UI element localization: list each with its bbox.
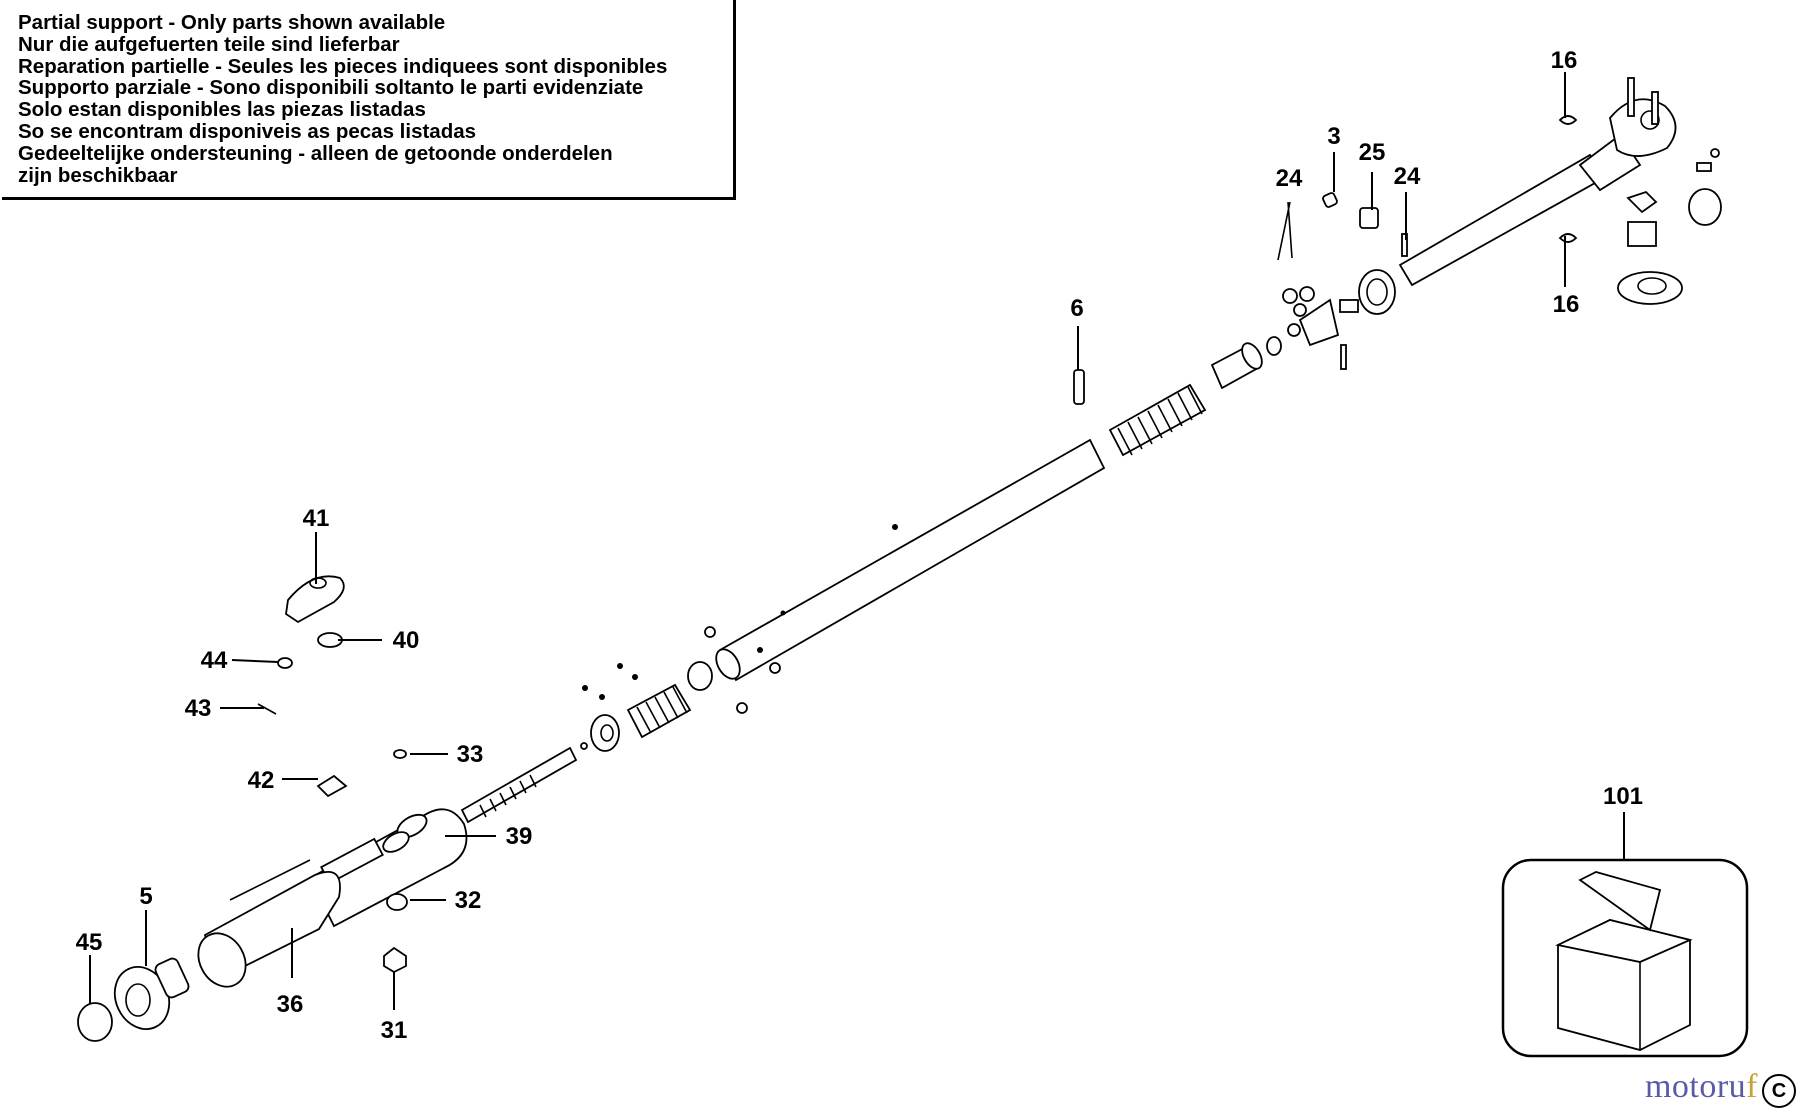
- notice-line: Nur die aufgefuerten teile sind lieferba…: [18, 32, 400, 56]
- corner-badge: C: [1762, 1074, 1796, 1108]
- callout-6: 6: [1070, 295, 1083, 322]
- head-small-parts: [1558, 115, 1722, 305]
- callout-44: 44: [201, 647, 228, 674]
- needle-bearing: [582, 626, 781, 752]
- callout-24-left: 24: [1276, 165, 1303, 192]
- notice-line: Partial support - Only parts shown avail…: [18, 11, 446, 34]
- main-tube: [715, 438, 1106, 682]
- pin-6: [1073, 369, 1085, 405]
- plunger: [1210, 336, 1282, 390]
- head-bar: [1398, 77, 1677, 287]
- callout-31: 31: [381, 1017, 408, 1044]
- callout-16-bottom: 16: [1553, 291, 1580, 318]
- threaded-rod: [460, 742, 588, 824]
- handle-36: [197, 859, 341, 988]
- kit-box-101: [1501, 858, 1749, 1058]
- cap-45: [77, 1002, 113, 1042]
- pivot-block: [1282, 286, 1359, 370]
- upper-small-parts: [1277, 192, 1408, 261]
- callout-32: 32: [455, 887, 482, 914]
- callout-36: 36: [277, 991, 304, 1018]
- callout-43: 43: [185, 695, 212, 722]
- brand-part-2: f: [1746, 1068, 1758, 1105]
- callout-3: 3: [1327, 123, 1340, 150]
- callout-42: 42: [248, 767, 275, 794]
- notice-line: Gedeeltelijke ondersteuning - alleen de …: [18, 141, 613, 165]
- callout-41: 41: [303, 505, 330, 532]
- callout-5: 5: [139, 883, 152, 910]
- callout-16-top: 16: [1551, 47, 1578, 74]
- notice-line: So se encontram disponiveis as pecas lis…: [18, 119, 477, 143]
- notice-line: Solo estan disponibles las piezas listad…: [18, 98, 426, 122]
- brand-part-1: motoru: [1644, 1068, 1747, 1105]
- callout-45: 45: [76, 929, 103, 956]
- notice-line: Supporto parziale - Sono disponibili sol…: [18, 76, 644, 100]
- knob-5: [113, 957, 190, 1030]
- leader-lines: [89, 72, 1625, 1010]
- callout-39: 39: [506, 823, 533, 850]
- brand-watermark: motoruf: [1645, 1068, 1758, 1106]
- spring: [1108, 383, 1207, 457]
- callout-labels: 16 16 3 25 24 24 6 41 40 44 43 33 42 39 …: [76, 47, 1643, 1044]
- left-small-parts: [257, 575, 408, 974]
- notice-line: Reparation partielle - Seules les pieces…: [18, 54, 668, 78]
- partial-support-notice: Partial support - Only parts shown avail…: [2, 0, 736, 200]
- callout-24-right: 24: [1394, 163, 1421, 190]
- callout-25: 25: [1359, 139, 1386, 166]
- handle-39: [308, 808, 468, 928]
- callout-33: 33: [457, 741, 484, 768]
- notice-line: zijn beschikbaar: [18, 163, 178, 187]
- callout-40: 40: [393, 627, 420, 654]
- bushing: [1358, 269, 1396, 315]
- callout-101: 101: [1603, 783, 1643, 810]
